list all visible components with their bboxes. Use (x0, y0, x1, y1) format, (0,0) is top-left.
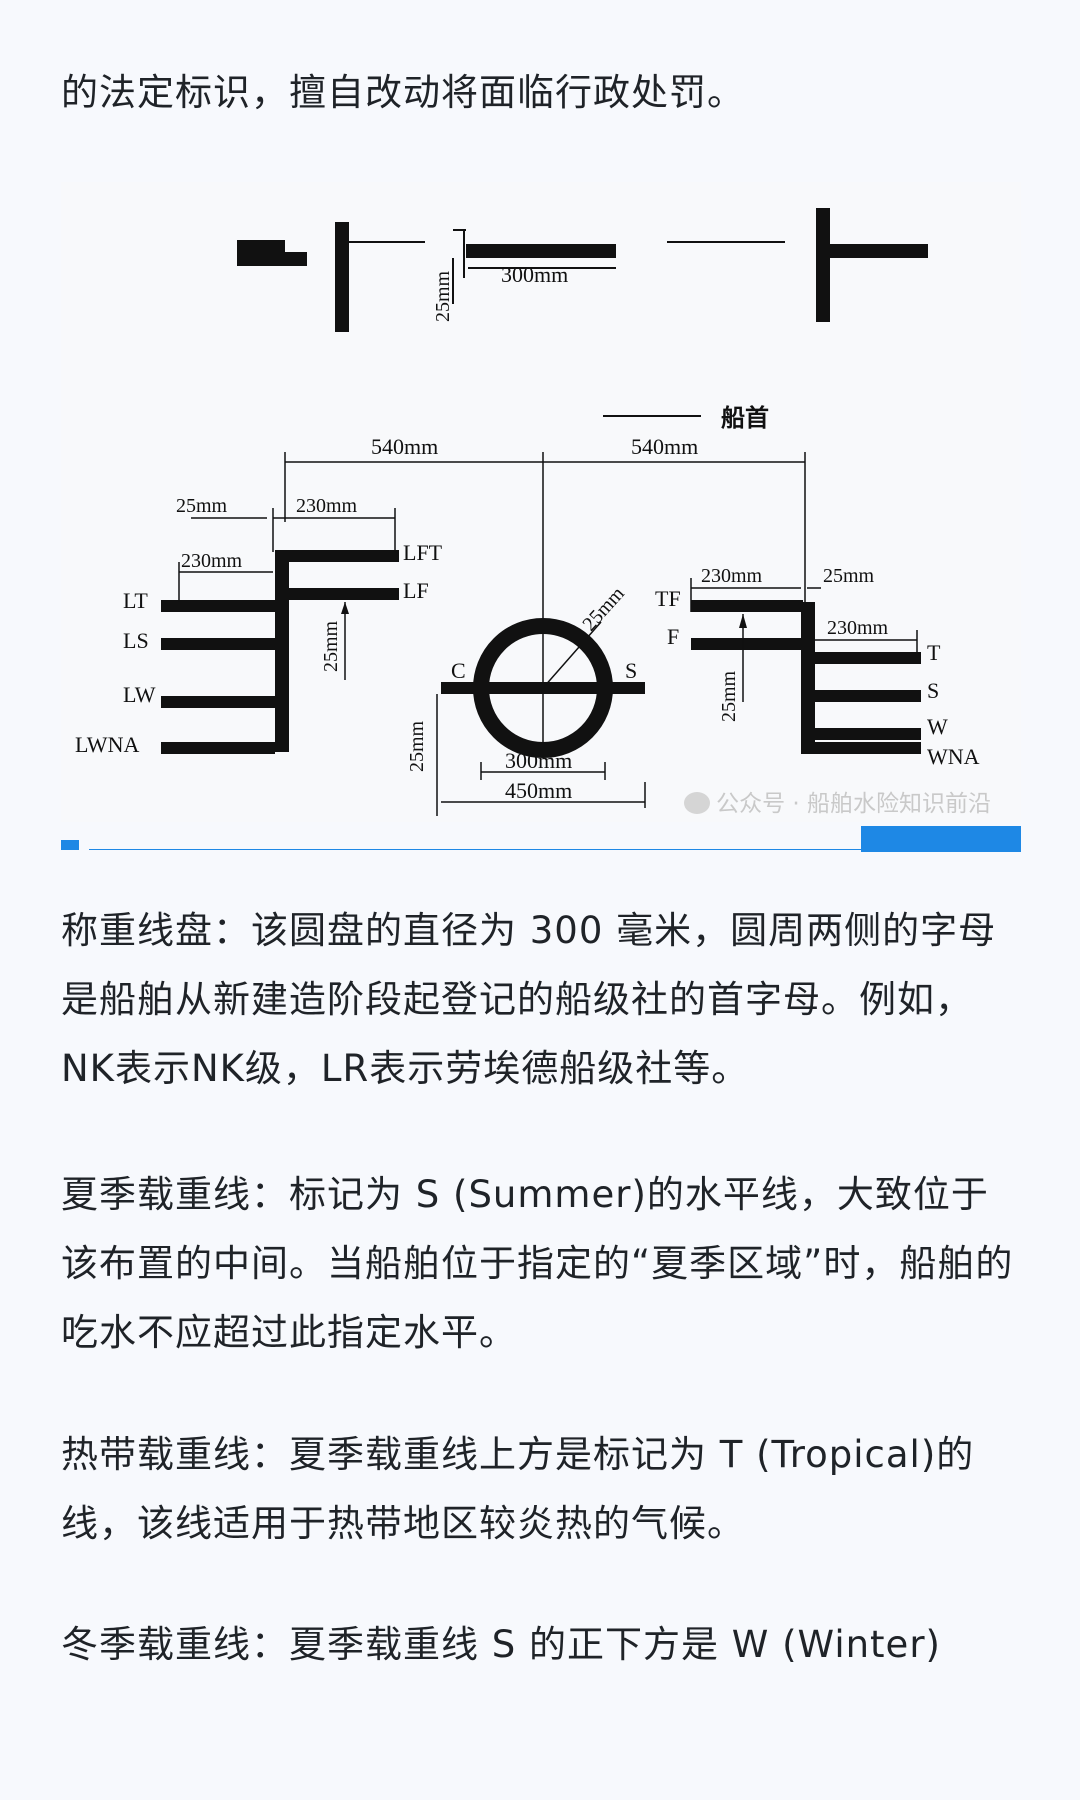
dim-540-right: 540mm (631, 434, 698, 459)
left-load-lines: 25mm 230mm 230mm 25mm LFT LF LT LS LW LW… (75, 495, 443, 757)
bow-label: 船首 (721, 404, 769, 432)
label-LWNA: LWNA (75, 732, 139, 757)
top-dim-300: 300mm (501, 262, 568, 287)
top-mark-left (237, 222, 425, 332)
top-dim-25: 25mm (432, 270, 454, 322)
load-line-diagram: 300mm 25mm 船首 540mm 540mm (61, 182, 1021, 822)
dim-230-left-mid: 230mm (181, 550, 243, 572)
dim-540-left: 540mm (371, 434, 438, 459)
dim-25-circle: 25mm (578, 582, 629, 635)
label-F: F (667, 624, 679, 649)
caption-bar-left (61, 840, 79, 850)
label-S-disc: S (625, 658, 637, 683)
dim-450-disc: 450mm (505, 778, 572, 803)
paragraph-disc: 称重线盘：该圆盘的直径为 300 毫米，圆周两侧的字母是船舶从新建造阶段起登记的… (61, 909, 997, 1090)
caption-bar-line (89, 849, 909, 850)
dim-25-left-vert: 25mm (320, 620, 342, 672)
label-LS: LS (123, 628, 149, 653)
figure-caption-bar (61, 826, 1021, 854)
paragraph-winter: 冬季载重线：夏季载重线 S 的正下方是 W (Winter) (61, 1623, 941, 1666)
label-TF: TF (655, 586, 681, 611)
dim-230-right-top: 230mm (701, 565, 763, 587)
dim-300-disc: 300mm (505, 748, 572, 773)
watermark: 公众号 · 船舶水险知识前沿 (684, 784, 991, 818)
label-C: C (451, 658, 466, 683)
paragraph-tropical: 热带载重线：夏季载重线上方是标记为 T (Tropical)的线，该线适用于热带… (61, 1433, 975, 1545)
watermark-text: 公众号 · 船舶水险知识前沿 (716, 791, 991, 817)
dim-25-left-top: 25mm (176, 495, 228, 517)
top-mark-right (667, 208, 928, 322)
plimsoll-disc: C S 25mm 25mm 300mm 450mm (406, 582, 646, 816)
label-WNA: WNA (927, 744, 980, 769)
dim-230-left-top: 230mm (296, 495, 358, 517)
label-LT: LT (123, 588, 148, 613)
top-mark-middle: 300mm 25mm (432, 229, 616, 322)
paragraph-intro: 的法定标识，擅自改动将面临行政处罚。 (61, 71, 745, 114)
caption-bar-right (861, 826, 1021, 852)
dim-25-disc-vert: 25mm (406, 720, 428, 772)
dim-25-right-top: 25mm (823, 565, 875, 587)
label-LF: LF (403, 578, 429, 603)
dim-25-right-vert: 25mm (718, 670, 740, 722)
dim-230-right-mid: 230mm (827, 617, 889, 639)
right-load-lines: 230mm 25mm 230mm 25mm TF F T S W WNA (655, 565, 980, 769)
label-S: S (927, 678, 939, 703)
label-LW: LW (123, 682, 156, 707)
label-W: W (927, 714, 948, 739)
load-line-svg: 300mm 25mm 船首 540mm 540mm (75, 208, 980, 816)
wechat-icon (684, 792, 711, 814)
label-LFT: LFT (403, 540, 443, 565)
paragraph-summer: 夏季载重线：标记为 S (Summer)的水平线，大致位于该布置的中间。当船舶位… (61, 1173, 1014, 1354)
label-T: T (927, 640, 941, 665)
